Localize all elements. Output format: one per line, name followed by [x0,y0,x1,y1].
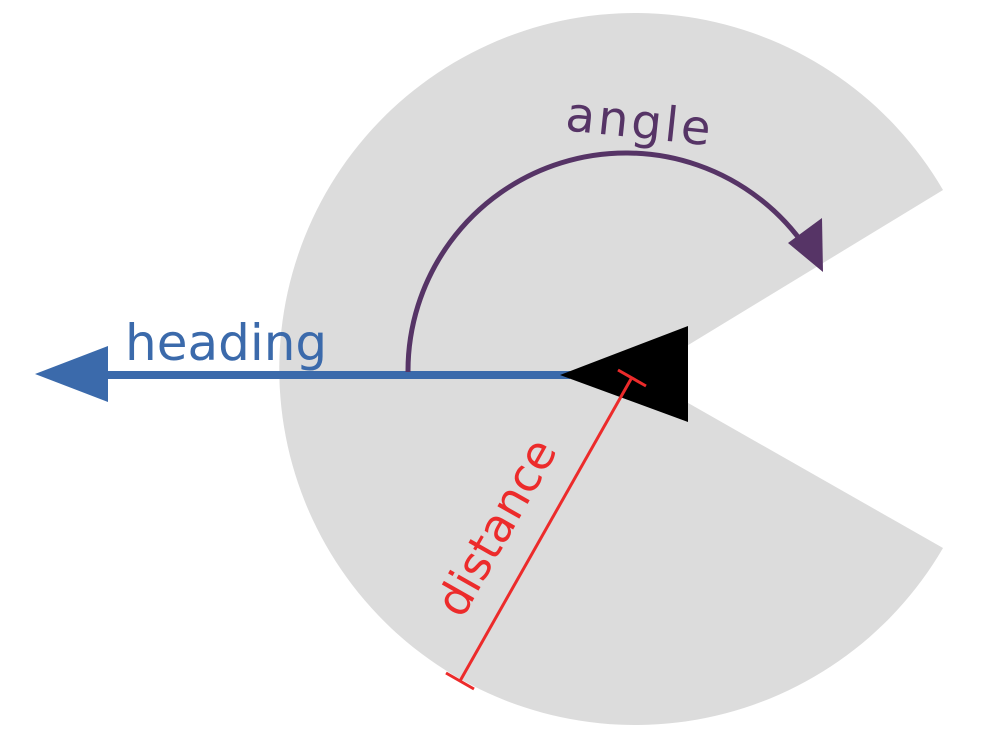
heading-arrowhead [35,346,108,402]
distance-cap-top [617,368,647,388]
distance-line [458,378,633,682]
angle-arc [405,150,809,373]
heading-label: heading [125,314,327,372]
distance-cap-bottom [445,671,475,691]
angle-arrowhead [788,218,823,272]
